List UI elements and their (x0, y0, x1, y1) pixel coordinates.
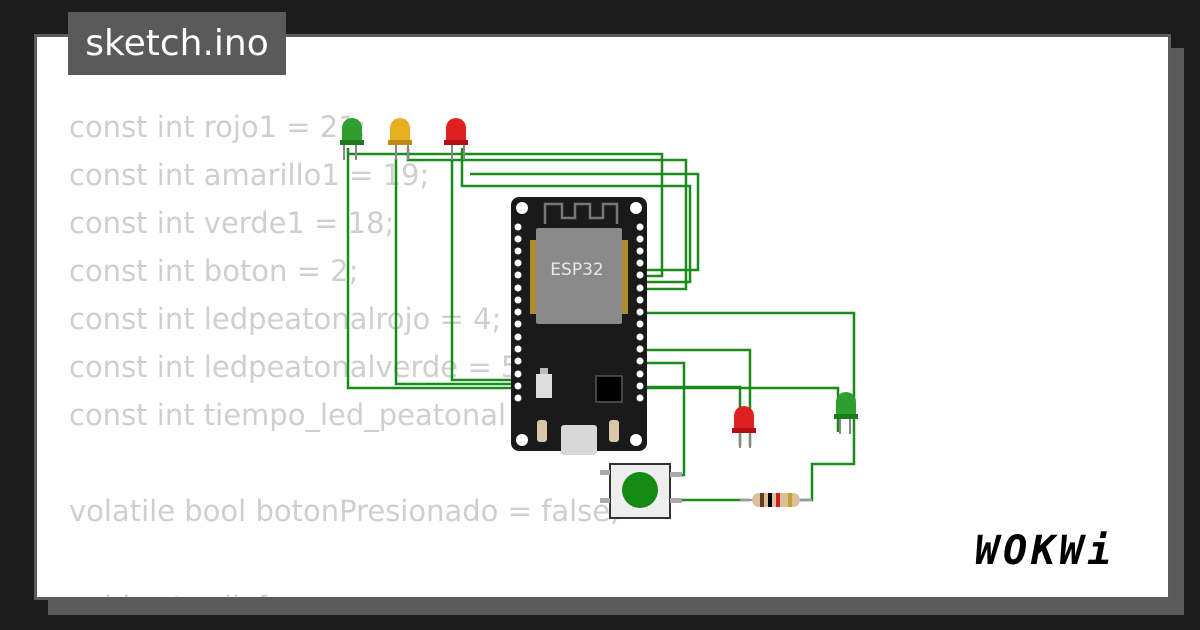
led-green-1[interactable] (340, 118, 364, 160)
code-line: const int ledpeatonalverde = 5; (69, 350, 530, 384)
wire (470, 172, 700, 272)
wire (450, 160, 522, 382)
wire (394, 158, 522, 386)
led-yellow-1[interactable] (388, 118, 412, 160)
code-line: volatile bool botonPresionado = false; (69, 494, 620, 528)
led-green-pedestrian[interactable] (834, 392, 858, 434)
code-line: void setup() { (69, 583, 620, 597)
code-line: const int verde1 = 18; (69, 206, 395, 240)
wire (346, 154, 522, 390)
code-preview: const int rojo1 = 21;const int amarillo1… (69, 103, 620, 597)
wire (460, 148, 692, 284)
chip-label: ESP32 (550, 260, 603, 280)
wire (346, 148, 664, 278)
wire (640, 385, 742, 446)
resistor[interactable] (740, 493, 812, 507)
esp32-board[interactable]: ESP32 (511, 197, 647, 455)
code-line: const int ledpeatonalrojo = 4; (69, 302, 502, 336)
wokwi-logo: WOKWi (975, 528, 1116, 574)
pin-headers-left (514, 223, 522, 402)
filename-tab[interactable]: sketch.ino (68, 12, 286, 75)
code-line: const int amarillo1 = 19; (69, 158, 430, 192)
wires (346, 148, 856, 502)
push-button[interactable] (600, 463, 682, 519)
code-line: const int boton = 2; (69, 254, 359, 288)
code-line: const int tiempo_led_peatonal (69, 398, 507, 432)
pin-headers-right (636, 223, 644, 402)
led-red-1[interactable] (444, 118, 468, 160)
led-red-pedestrian[interactable] (732, 406, 756, 448)
